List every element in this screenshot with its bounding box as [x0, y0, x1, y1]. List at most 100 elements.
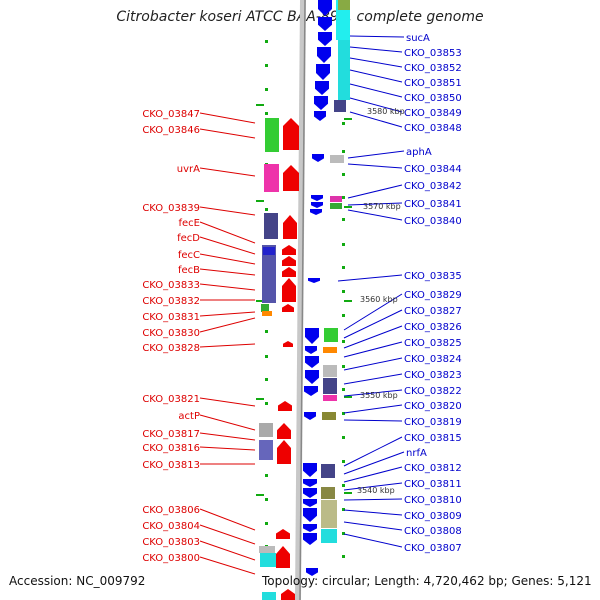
gene-block	[323, 395, 337, 401]
tick-mark	[342, 122, 345, 125]
gene-block	[338, 40, 350, 100]
leader-line	[199, 112, 256, 124]
gene-block	[265, 118, 279, 152]
tick-mark	[342, 340, 345, 343]
reverse-gene-arrow	[306, 568, 318, 576]
tick-mark	[342, 243, 345, 246]
leader-line	[199, 253, 256, 265]
tick-mark	[342, 218, 345, 221]
leader-line	[349, 46, 403, 53]
gene-label: CKO_03807	[404, 543, 462, 554]
gene-label: CKO_03800	[142, 553, 200, 564]
gene-block	[261, 304, 269, 312]
reverse-gene-arrow	[310, 209, 322, 215]
leader-line	[199, 397, 256, 407]
forward-gene-arrow	[282, 256, 296, 266]
gene-label: CKO_03851	[404, 78, 462, 89]
gene-label: CKO_03815	[404, 433, 462, 444]
gene-block	[259, 423, 273, 437]
gene-label: CKO_03827	[404, 306, 462, 317]
leader-line	[343, 373, 403, 385]
leader-line	[199, 206, 256, 216]
gene-block	[260, 553, 276, 567]
leader-line	[347, 209, 403, 221]
gene-block	[321, 500, 337, 528]
gene-label: CKO_03828	[142, 343, 200, 354]
tick-mark	[342, 388, 345, 391]
gene-label: CKO_03842	[404, 181, 462, 192]
gene-block	[262, 592, 276, 600]
tick-mark	[344, 118, 352, 120]
gene-features	[259, 0, 350, 600]
tick-mark	[265, 522, 268, 525]
forward-gene-arrow	[277, 423, 291, 439]
gene-block	[262, 311, 272, 316]
gene-block	[324, 328, 338, 342]
genome-backbone-edge	[299, 0, 306, 600]
leader-line	[343, 357, 403, 371]
forward-gene-arrow	[276, 546, 290, 568]
scale-label: 3570 kbp	[363, 202, 401, 211]
gene-label: sucA	[406, 33, 430, 44]
gene-label: CKO_03819	[404, 417, 462, 428]
reverse-gene-arrow	[312, 154, 324, 162]
tick-mark	[342, 173, 345, 176]
reverse-gene-arrow	[314, 111, 326, 121]
gene-label: CKO_03848	[404, 123, 462, 134]
tick-mark	[342, 484, 345, 487]
tick-mark	[265, 40, 268, 43]
tick-mark	[256, 398, 264, 400]
reverse-gene-arrow	[311, 202, 323, 208]
tick-mark	[256, 300, 264, 302]
gene-label: CKO_03811	[404, 479, 462, 490]
gene-label: CKO_03808	[404, 526, 462, 537]
gene-block	[330, 203, 342, 209]
gene-label: CKO_03822	[404, 386, 462, 397]
gene-block	[330, 155, 344, 163]
gene-block	[259, 546, 275, 553]
gene-block	[321, 464, 335, 478]
gene-block	[323, 378, 337, 394]
gene-label: CKO_03809	[404, 511, 462, 522]
gene-block	[262, 245, 276, 303]
tick-mark	[265, 330, 268, 333]
reverse-gene-arrow	[308, 278, 320, 283]
leader-line	[343, 482, 403, 491]
gene-block	[330, 196, 342, 202]
gene-block	[322, 412, 336, 420]
reverse-gene-arrow	[305, 346, 317, 354]
reverse-gene-arrow	[303, 524, 317, 532]
leader-line	[349, 57, 403, 68]
reverse-gene-arrow	[304, 412, 316, 420]
gene-label: CKO_03840	[404, 216, 462, 227]
gene-block	[321, 487, 335, 499]
leader-line	[199, 311, 256, 317]
leader-line	[199, 221, 256, 244]
gene-label: CKO_03829	[404, 290, 462, 301]
leader-line	[347, 150, 405, 159]
tick-mark	[342, 460, 345, 463]
gene-label: CKO_03824	[404, 354, 462, 365]
tick-mark	[342, 365, 345, 368]
tick-mark	[344, 396, 352, 398]
gene-block	[264, 213, 278, 239]
gene-label: CKO_03804	[142, 521, 200, 532]
forward-gene-arrow	[282, 278, 296, 302]
leader-line	[337, 274, 403, 282]
reverse-gene-arrow	[314, 96, 328, 110]
leader-line	[343, 521, 403, 531]
gene-label: CKO_03810	[404, 495, 462, 506]
leader-line	[199, 317, 256, 333]
gene-label: CKO_03820	[404, 401, 462, 412]
gene-label: CKO_03853	[404, 48, 462, 59]
reverse-gene-arrow	[303, 463, 317, 477]
gene-label: CKO_03823	[404, 370, 462, 381]
tick-mark	[256, 200, 264, 202]
gene-label: fecD	[177, 233, 200, 244]
forward-gene-arrow	[277, 440, 291, 464]
gene-label: uvrA	[177, 164, 200, 175]
reverse-gene-arrow	[305, 328, 319, 344]
leader-line	[349, 35, 405, 38]
leader-line	[349, 111, 403, 128]
reverse-gene-arrow	[316, 64, 330, 80]
